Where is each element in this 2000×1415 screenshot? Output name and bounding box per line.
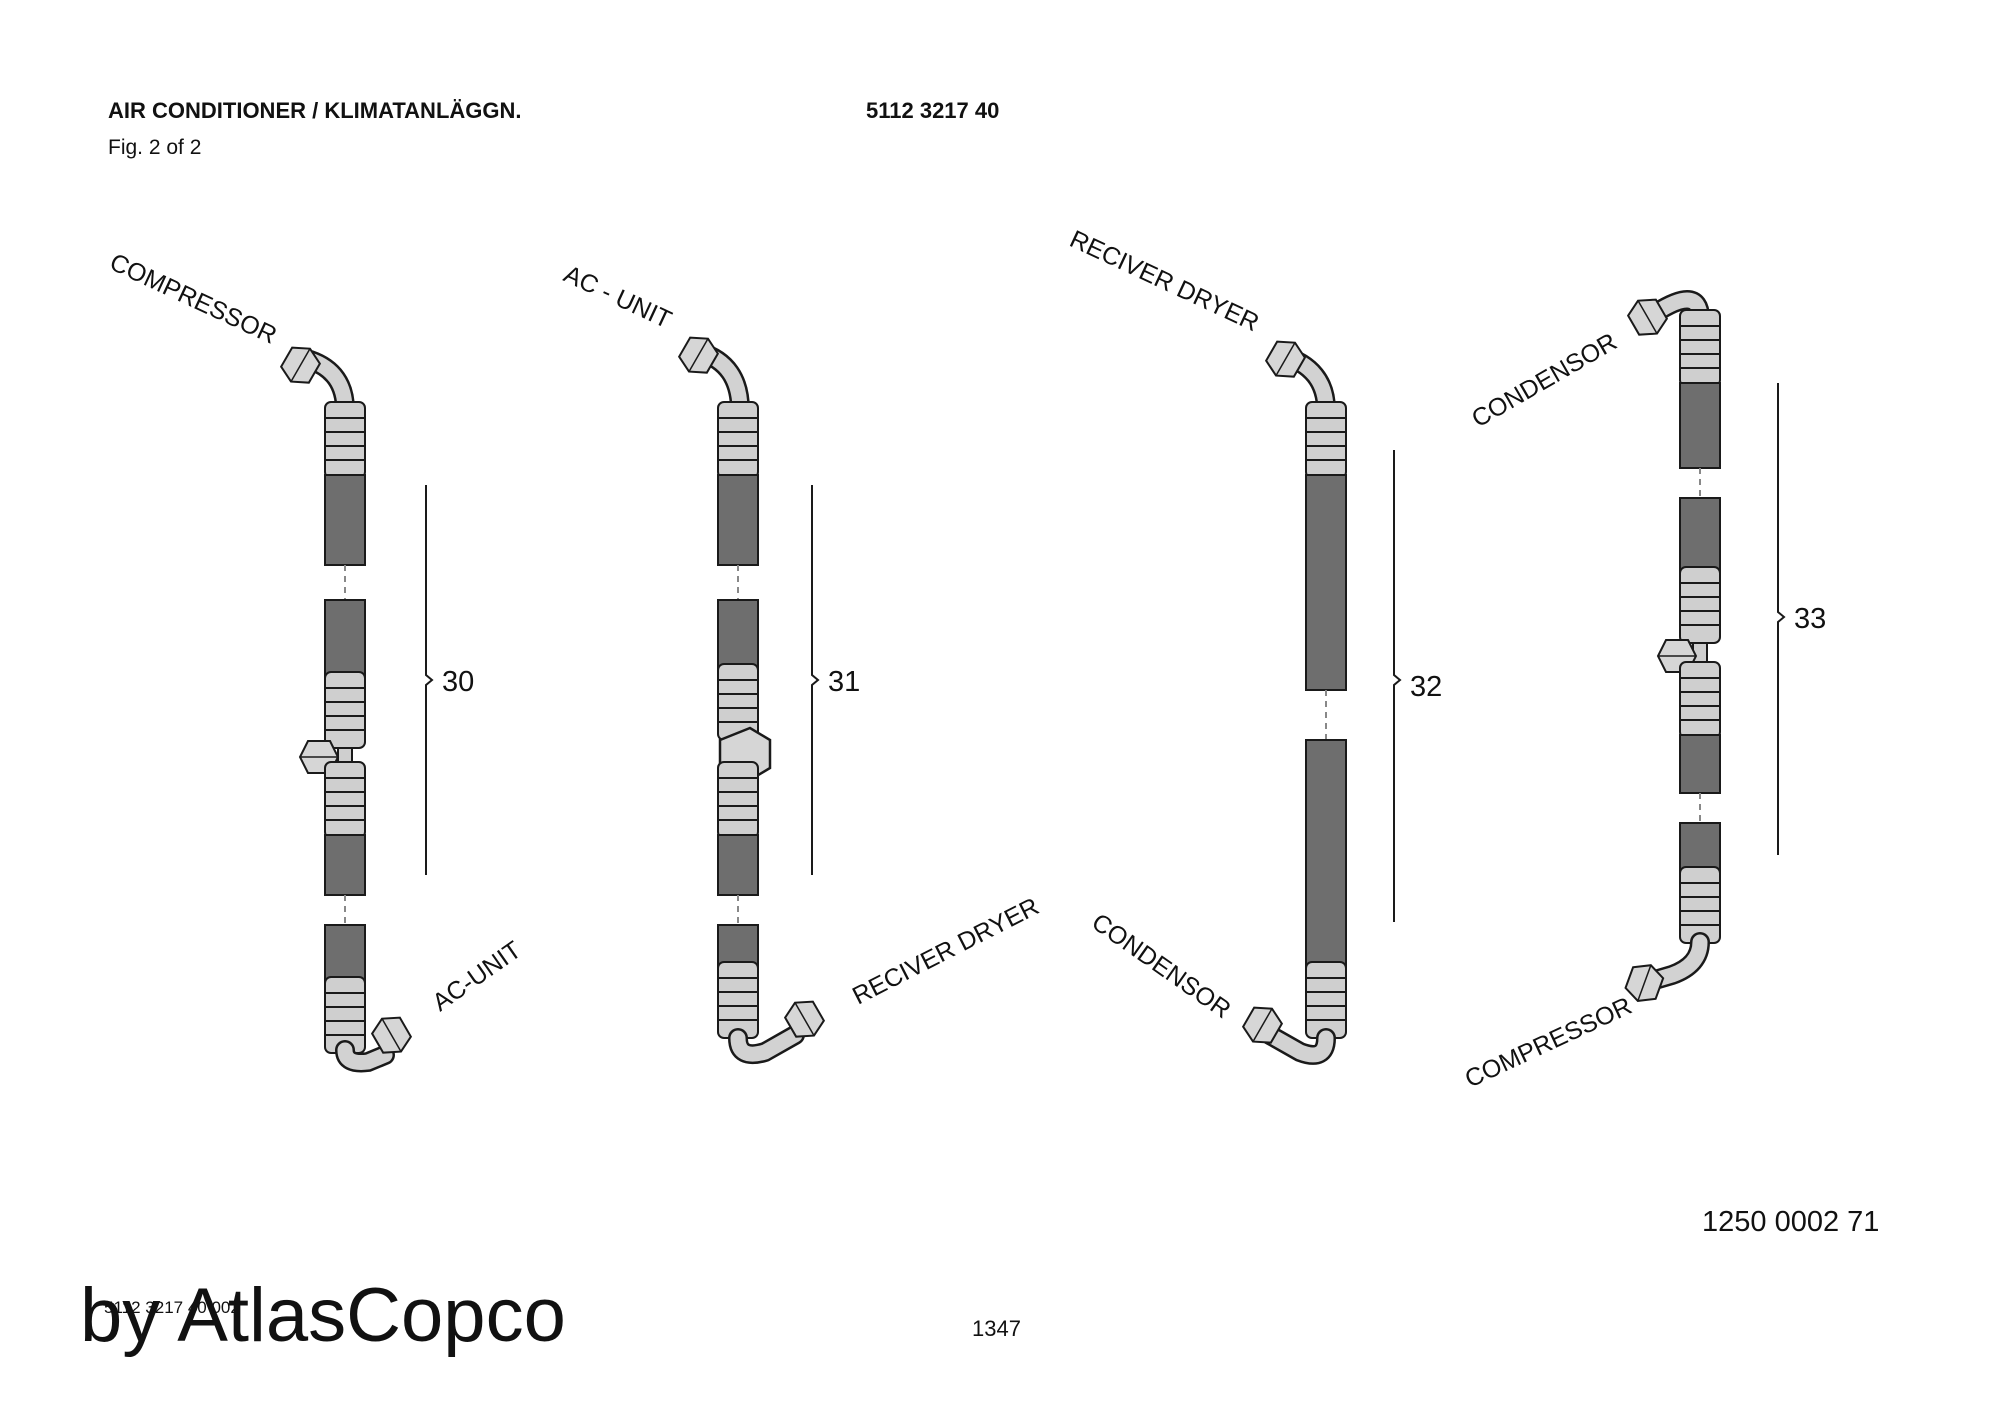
page-title: AIR CONDITIONER / KLIMATANLÄGGN.	[108, 98, 522, 123]
label-reciver-dryer-32: RECIVER DRYER	[1065, 225, 1263, 337]
item-number-32: 32	[1410, 671, 1442, 703]
label-ac-unit-31: AC - UNIT	[559, 260, 675, 334]
label-ac-unit-30: AC-UNIT	[427, 936, 526, 1017]
hose-30-assembly	[276, 339, 416, 1073]
reference-number: 1250 0002 71	[1702, 1206, 1880, 1238]
hose-32-assembly	[1238, 333, 1347, 1065]
part-number: 5112 3217 40	[866, 98, 1000, 123]
bracket-33	[1777, 383, 1786, 855]
label-compressor-33: COMPRESSOR	[1461, 992, 1637, 1094]
bracket-30	[425, 485, 434, 875]
item-number-30: 30	[442, 666, 474, 698]
label-reciver-dryer-31: RECIVER DRYER	[848, 892, 1043, 1010]
hose-33-assembly	[1621, 290, 1721, 1008]
bracket-31	[811, 485, 820, 875]
page-number: 1347	[972, 1316, 1021, 1341]
label-condensor-33: CONDENSOR	[1467, 328, 1622, 434]
label-compressor-30: COMPRESSOR	[105, 248, 281, 350]
brand-watermark: by AtlasCopco	[80, 1273, 566, 1358]
hose-31-assembly	[674, 329, 829, 1065]
document-code: 5112 3217 40 002	[104, 1298, 240, 1317]
item-number-31: 31	[828, 666, 860, 698]
label-condensor-32: CONDENSOR	[1087, 908, 1236, 1024]
figure-caption: Fig. 2 of 2	[108, 136, 202, 159]
bracket-32	[1393, 450, 1402, 922]
item-number-33: 33	[1794, 603, 1826, 635]
